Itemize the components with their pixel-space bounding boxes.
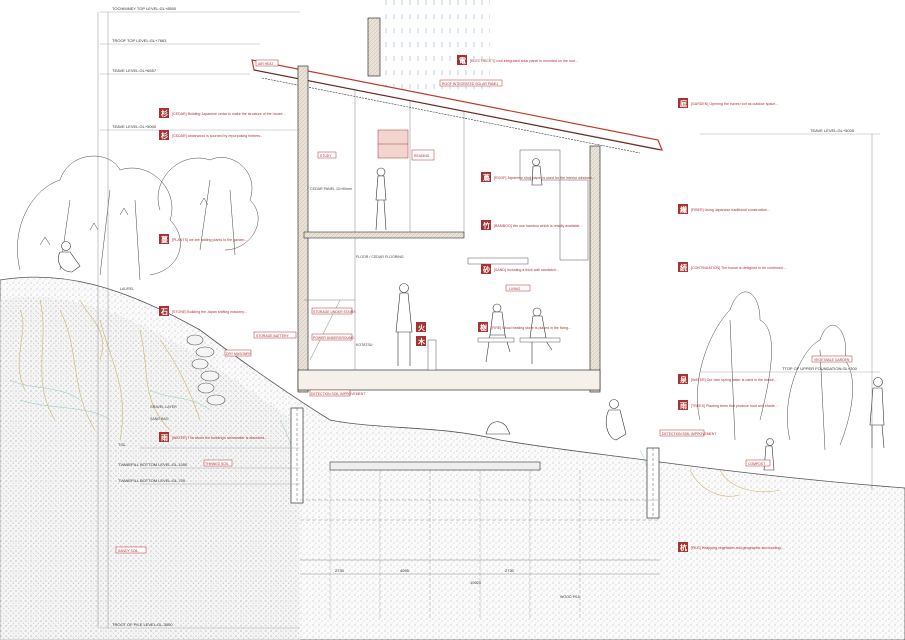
tag-solar: ROOF INTEGRATED SOLAR PANEL bbox=[442, 82, 499, 86]
label-gravel: GRAVEL LAYER bbox=[150, 405, 177, 409]
note-paper: [ROOF] Japanese shoji paper is used for … bbox=[494, 176, 595, 180]
level-bottom1: TVANEFILL BOTTOM LEVEL:GL-1000 bbox=[118, 462, 188, 467]
trees-right bbox=[697, 291, 853, 451]
kanji-sand: 砂 bbox=[483, 265, 490, 274]
tag-air-heat: AIR HEAT bbox=[258, 62, 273, 66]
note-pile: [PILE] Wrapping vegetation and geographi… bbox=[691, 546, 783, 550]
kanji-pile: 杭 bbox=[680, 543, 687, 552]
label-pile: WOOD PILE bbox=[560, 595, 581, 599]
kanji-paper: 蔦 bbox=[483, 173, 490, 182]
tag-storage: STORAGE UNDER STAIRS bbox=[313, 310, 356, 314]
kanji-wood2: 樹 bbox=[480, 323, 487, 332]
note-stone: [STONE] Building the Japan shifting maso… bbox=[172, 310, 247, 314]
piles bbox=[290, 407, 660, 519]
note-continue: [CONTINUATION] The house is designed to … bbox=[691, 266, 786, 270]
tag-living: LIVING bbox=[509, 287, 520, 291]
dim-verticals bbox=[97, 12, 873, 628]
chimney bbox=[367, 17, 381, 77]
tag-detection-right: DETECTION SOIL IMPROVEMENT bbox=[662, 432, 716, 436]
kanji-fire: 火 bbox=[418, 323, 426, 332]
people-inside bbox=[375, 158, 553, 366]
tag-storage-battery: STORAGE BATTERY bbox=[256, 334, 290, 338]
level-gl: TGL bbox=[118, 442, 127, 447]
label-cedar-ceiling: CEDAR PANEL 12×90mm bbox=[310, 187, 352, 191]
level-right-eave: TEAVE LEVEL:GL+5000 bbox=[810, 128, 855, 133]
rain-hatch bbox=[380, 0, 490, 95]
tag-compost: COMPOST bbox=[748, 462, 765, 466]
kanji-cedar-1: 杉 bbox=[161, 109, 168, 118]
tag-dry-masonry: DRY MASONRY bbox=[226, 352, 252, 356]
kanji-cedar-2: 杉 bbox=[161, 131, 168, 140]
furniture bbox=[427, 337, 561, 371]
kanji-spring: 泉 bbox=[680, 375, 688, 384]
dim-2: 4095 bbox=[400, 568, 410, 573]
label-kotatsu: KOTATSU bbox=[356, 343, 373, 347]
kanji-stone: 石 bbox=[160, 307, 168, 316]
dim-total: 10920 bbox=[470, 580, 482, 585]
foundation-grid bbox=[300, 470, 660, 620]
level-chimney: TOCHIMNEY TOP LEVEL:GL+8500 bbox=[112, 6, 177, 11]
kanji-electric: 電 bbox=[459, 56, 466, 65]
dry-masonry-stones bbox=[186, 334, 226, 406]
people-outside bbox=[58, 241, 885, 471]
note-sand: [SAND] Including a thick wall sandwich..… bbox=[494, 268, 559, 272]
roots bbox=[18, 299, 781, 497]
bookshelf bbox=[377, 129, 409, 159]
level-eave: TEAVE LEVEL:GL+6657 bbox=[112, 68, 157, 73]
label-laurel: LAUREL bbox=[120, 287, 134, 291]
note-vine: [PLANTS] we are adding plants to the gar… bbox=[172, 238, 247, 242]
note-spring: [WATER] Our own spring water is used in … bbox=[691, 378, 777, 382]
windows bbox=[467, 149, 589, 265]
left-wall bbox=[297, 65, 309, 393]
dim-1: 2730 bbox=[335, 568, 345, 573]
kanji-vine: 蔓 bbox=[161, 235, 169, 244]
note-trees: [TREES] Planting trees that produce food… bbox=[691, 404, 778, 408]
ground-floor bbox=[297, 369, 601, 391]
kanji-rain2: 雨 bbox=[680, 401, 687, 410]
trees-left bbox=[17, 155, 259, 281]
note-fire: [FIRE] Wood heating stove is placed in t… bbox=[491, 326, 571, 330]
kanji-rain: 雨 bbox=[161, 433, 168, 442]
right-wall bbox=[589, 145, 601, 393]
house-section bbox=[251, 17, 663, 393]
kanji-continue: 続 bbox=[680, 263, 687, 272]
tag-reading: READING bbox=[414, 154, 430, 158]
kanji-garden: 庭 bbox=[680, 99, 688, 108]
tag-power: POWER UNDERGROUND bbox=[313, 336, 354, 340]
foundation-slab bbox=[329, 461, 541, 471]
label-sandbag: SAND BAG bbox=[150, 417, 169, 421]
level-lines bbox=[100, 11, 880, 629]
note-garden: [GARDEN] Opening the eaves roof as outdo… bbox=[691, 102, 778, 106]
tag-sandy: SANDY SOIL bbox=[118, 549, 138, 553]
kanji-badges bbox=[159, 55, 688, 552]
tag-detection: DETECTION SOIL IMPROVEMENT bbox=[311, 392, 365, 396]
note-cedar-2: [CEDAR] cedarwood is sourced by repurpos… bbox=[172, 134, 263, 138]
kanji-fiber: 繊 bbox=[680, 205, 687, 214]
tag-vegetable: VEGETABLE GARDEN bbox=[814, 358, 850, 362]
note-electric: [ELECTRICITY] roof-integrated solar pane… bbox=[470, 59, 578, 63]
slope-soil bbox=[0, 297, 300, 640]
level-roof: TROOF TOP LEVEL:GL+7663 bbox=[112, 38, 167, 43]
note-fiber: [FIBER] Using Japanese traditional const… bbox=[691, 208, 770, 212]
label-floor: FLOOR / CEDAR FLOORING bbox=[356, 255, 404, 259]
tag-study: STUDY bbox=[320, 154, 332, 158]
dim-3: 2730 bbox=[505, 568, 515, 573]
roof-line bbox=[251, 59, 663, 151]
kanji-bamboo: 竹 bbox=[482, 221, 490, 230]
note-cedar-1: [CEDAR] Building Japanese cedar to make … bbox=[172, 112, 285, 116]
note-bamboo: [BAMBOO] We use bamboo which is readily … bbox=[494, 224, 582, 228]
note-rain: [WATER] The whole the building's stormwa… bbox=[172, 436, 267, 440]
level-pile-bottom: TROOT OF PILE LEVEL:GL-3000 bbox=[112, 622, 173, 627]
level-eave-low: TEAVE LEVEL:GL+5000 bbox=[112, 124, 157, 129]
level-bottom2: TVANEFILL BOTTOM LEVEL:GL-700 bbox=[118, 478, 186, 483]
tags bbox=[115, 59, 853, 554]
kanji-wood: 木 bbox=[417, 337, 426, 346]
tag-thinned: THINNED SOIL bbox=[205, 462, 229, 466]
level-right-foundation: TTOP OF UPPER FOUNDATION:GL+300 bbox=[782, 366, 858, 371]
loft-floor bbox=[303, 231, 465, 239]
